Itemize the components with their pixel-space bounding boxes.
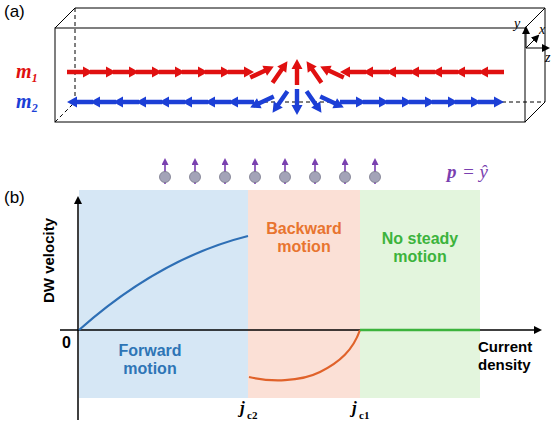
spin-arrow [90,67,116,78]
electron [160,172,171,183]
spin-arrow [159,67,185,78]
spin-arrow [90,97,116,108]
x-axis [60,329,540,331]
spin-arrow [248,62,276,83]
region-label: Forward motion [104,342,196,379]
m2-arrows [67,88,504,116]
spin-arrow [432,97,458,108]
electron [310,172,321,183]
threshold-subscript: c2 [247,409,257,421]
spin-arrow [478,67,504,78]
electron [250,172,261,183]
box-hidden-edge [55,102,75,122]
spin-arrow [182,97,208,108]
spin-arrow [67,97,93,108]
spin-arrow [268,88,292,116]
spin-arrow [136,67,162,78]
spin-arrow [363,97,389,108]
region-label: Backward motion [252,220,356,257]
spin-arrow [363,67,389,78]
spin-arrow [182,67,208,78]
spin-arrow [159,97,185,108]
spin-arrow [268,58,292,86]
forward-band: Forward motion [79,190,248,398]
spin-arrow [455,97,481,108]
spin-arrow [67,67,93,78]
spin-arrow [386,67,412,78]
box-hidden-edge [75,8,76,102]
axis-title: DW velocity [40,201,57,321]
threshold-subscript: c1 [359,409,369,421]
axis-label: x [539,22,545,38]
axis-label: z [545,50,550,66]
spin-arrow [292,59,303,85]
spin-arrow [113,97,139,108]
origin-label: 0 [62,334,71,352]
region-label: No steady motion [370,230,470,267]
spin-arrow [302,88,326,116]
axis-label: y [514,16,520,32]
sublattice-label: m₁ [16,60,39,83]
electron [340,172,351,183]
spin-arrow [302,58,326,86]
spin-arrow [478,97,504,108]
y-axis [77,198,79,420]
electron [190,172,201,183]
axis-title: Current density [478,338,554,374]
y-axis-arrow [526,28,527,48]
spin-arrow [248,92,276,113]
polarization-value: = ŷ [462,161,488,183]
no-motion-band: No steady motion [360,190,480,398]
spin-arrow [205,97,231,108]
box-front [55,28,525,122]
spin-arrow [113,67,139,78]
spin-arrow [455,67,481,78]
box-edge [55,8,75,28]
spin-arrow [205,67,231,78]
electron [280,172,291,183]
spin-arrow [409,97,435,108]
spin-arrow [136,97,162,108]
electron [370,172,381,183]
polarization-symbol: p [447,161,457,183]
panel-label: (b) [4,188,25,208]
backward-band: Backward motion [248,190,360,398]
box-edge [525,102,545,122]
spin-arrow [340,97,366,108]
spin-arrow [292,89,303,115]
sample-box [55,8,545,122]
electrons [160,160,381,184]
spin-arrow [432,67,458,78]
m1-arrows [67,58,504,86]
sublattice-label: m₂ [16,90,39,113]
electron [220,172,231,183]
threshold-symbol: j [352,398,357,418]
panel-label: (a) [4,2,25,22]
box-edge [75,8,545,9]
spin-arrow [409,67,435,78]
spin-arrow [386,97,412,108]
x-axis-arrow [526,36,538,48]
spin-arrow [228,97,254,108]
threshold-symbol: j [240,398,245,418]
spin-arrow [340,67,366,78]
zero-velocity-line [360,329,480,332]
z-axis-arrow [526,48,548,49]
